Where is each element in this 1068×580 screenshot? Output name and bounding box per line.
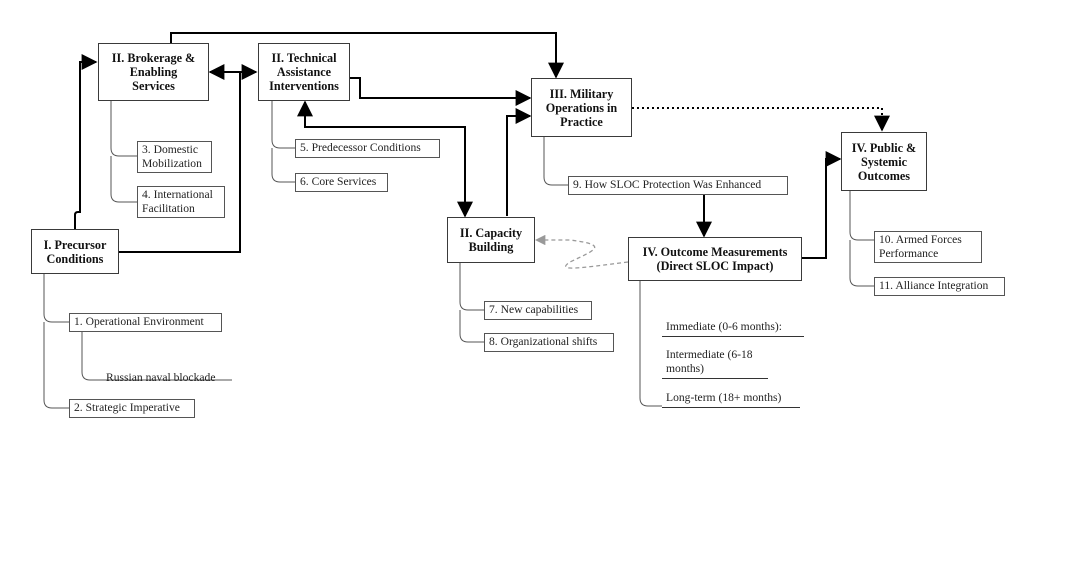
military-operations-box: III. Military Operations in Practice xyxy=(531,78,632,137)
arrow-precursor-to-brokerage xyxy=(74,54,98,229)
arrow-military-to-public-dotted xyxy=(632,107,890,132)
leaf-sloc-protection: 9. How SLOC Protection Was Enhanced xyxy=(568,176,788,195)
leaf-international-facilitation: 4. International Facilitation xyxy=(137,186,225,218)
capacity-building-box: II. Capacity Building xyxy=(447,217,535,263)
brokerage-box: II. Brokerage & Enabling Services xyxy=(98,43,209,101)
arrow-feedback-dashed xyxy=(534,234,629,269)
leaf-alliance-integration: 11. Alliance Integration xyxy=(874,277,1005,296)
outcome-measurements-box: IV. Outcome Measurements (Direct SLOC Im… xyxy=(628,237,802,281)
technical-assistance-box: II. Technical Assistance Interventions xyxy=(258,43,350,101)
arrow-brokerage-to-military xyxy=(170,32,564,79)
leaf-strategic-imperative: 2. Strategic Imperative xyxy=(69,399,195,418)
note-immediate: Immediate (0-6 months): xyxy=(662,320,804,337)
arrow-technical-to-military xyxy=(350,77,532,106)
arrow-precursor-to-junction xyxy=(119,72,241,253)
leaf-domestic-mobilization: 3. Domestic Mobilization xyxy=(137,141,212,173)
flow-arrows xyxy=(74,32,842,259)
leaf-organizational-shifts: 8. Organizational shifts xyxy=(484,333,614,352)
precursor-conditions-box: I. Precursor Conditions xyxy=(31,229,119,274)
leaf-connectors xyxy=(43,101,874,409)
leaf-new-capabilities: 7. New capabilities xyxy=(484,301,592,320)
leaf-armed-forces-performance: 10. Armed Forces Performance xyxy=(874,231,982,263)
leaf-operational-environment: 1. Operational Environment xyxy=(69,313,222,332)
note-long-term: Long-term (18+ months) xyxy=(662,391,800,408)
arrow-capacity-to-military xyxy=(506,108,532,216)
note-intermediate: Intermediate (6-18 months) xyxy=(662,348,768,379)
leaf-predecessor-conditions: 5. Predecessor Conditions xyxy=(295,139,440,158)
arrow-technical-capacity xyxy=(297,100,473,218)
leaf-core-services: 6. Core Services xyxy=(295,173,388,192)
note-russian-naval-blockade: Russian naval blockade xyxy=(106,371,216,384)
public-systemic-box: IV. Public & Systemic Outcomes xyxy=(841,132,927,191)
